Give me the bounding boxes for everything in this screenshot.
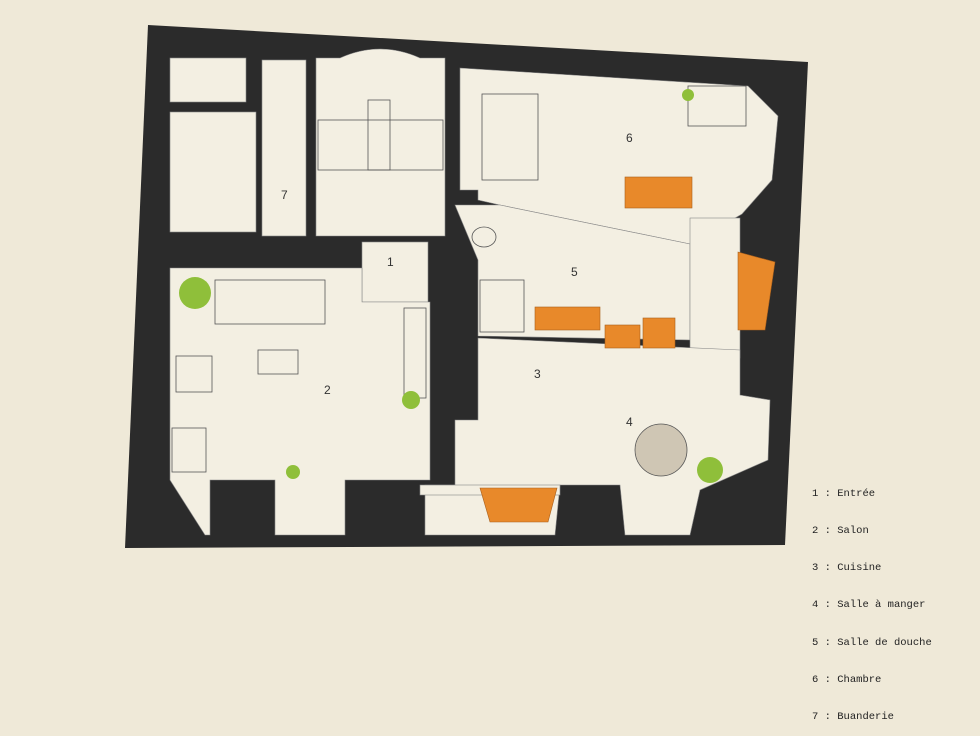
plant	[697, 457, 723, 483]
bedroom-bench	[624, 176, 693, 209]
right-corridor	[689, 217, 741, 359]
legend-item: 6 : Chambre	[812, 673, 882, 686]
room-legend: 1 : Entrée 2 : Salon 3 : Cuisine 4 : Sal…	[812, 463, 932, 736]
room-1-entree	[361, 241, 429, 303]
laundry-storage	[169, 111, 257, 233]
legend-item: 4 : Salle à manger	[812, 599, 926, 612]
room-label-4: 4	[626, 415, 633, 429]
coffee-table	[257, 349, 299, 375]
bathroom-cabinet	[534, 306, 601, 331]
plant	[682, 89, 694, 101]
bathroom-cabinet	[642, 317, 676, 349]
stair-hall	[315, 48, 446, 237]
room-label-7: 7	[281, 188, 288, 202]
room-7-buanderie	[261, 59, 307, 237]
room-label-1: 1	[387, 255, 394, 269]
plant	[402, 391, 420, 409]
shower	[479, 279, 525, 333]
legend-item: 7 : Buanderie	[812, 711, 894, 724]
armchair	[175, 355, 213, 393]
bed	[481, 93, 539, 181]
legend-item: 5 : Salle de douche	[812, 636, 932, 649]
furniture	[171, 85, 747, 477]
sofa	[214, 279, 326, 325]
legend-item: 3 : Cuisine	[812, 562, 882, 575]
desk	[171, 427, 207, 473]
plant	[179, 277, 211, 309]
bathroom-cabinet	[604, 324, 641, 349]
room-label-5: 5	[571, 265, 578, 279]
laundry-closet	[169, 57, 247, 103]
toilet	[471, 226, 497, 248]
room-2-salon	[169, 267, 431, 536]
stair-landing	[367, 99, 391, 171]
legend-item: 1 : Entrée	[812, 487, 876, 500]
room-label-6: 6	[626, 131, 633, 145]
corridor-cabinet	[737, 251, 776, 331]
room-label-3: 3	[534, 367, 541, 381]
legend-item: 2 : Salon	[812, 525, 869, 538]
floor-plan: 1 2 3 4 5 6 7	[125, 25, 808, 548]
plant	[286, 465, 300, 479]
room-label-2: 2	[324, 383, 331, 397]
window-bench	[479, 487, 558, 523]
bedroom-desk	[687, 85, 747, 127]
dining-table	[634, 423, 688, 477]
